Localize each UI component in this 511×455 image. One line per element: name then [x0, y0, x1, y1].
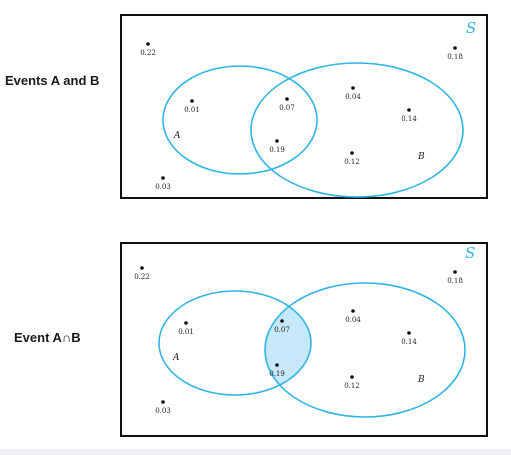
top-point-0.18	[453, 46, 457, 50]
top-point-0.14	[407, 108, 411, 112]
bottom-point-label-0.14: 0.14	[401, 338, 417, 346]
bottom-point-0.14	[407, 331, 411, 335]
bottom-point-label-0.18: 0.18	[447, 277, 463, 285]
bottom-point-label-0.07: 0.07	[274, 326, 290, 334]
top-point-0.19	[275, 139, 279, 143]
bottom-point-label-0.01: 0.01	[178, 328, 194, 336]
bottom-point-0.04	[351, 309, 355, 313]
heading-event-a-intersect-b: Event A∩B	[14, 330, 81, 345]
bottom-point-0.19	[275, 363, 279, 367]
top-point-label-0.01: 0.01	[184, 106, 200, 114]
heading-events-a-and-b: Events A and B	[5, 73, 100, 88]
top-point-0.22	[146, 42, 150, 46]
top-point-label-0.12: 0.12	[344, 158, 360, 166]
top-point-label-0.19: 0.19	[269, 146, 285, 154]
top-point-0.03	[161, 176, 165, 180]
bottom-point-0.07	[280, 319, 284, 323]
bottom-sample-space-label: S	[465, 244, 475, 262]
bottom-point-0.22	[140, 266, 144, 270]
bottom-point-label-0.19: 0.19	[269, 370, 285, 378]
bottom-set-b-label: B	[417, 375, 425, 385]
top-set-a-label: A	[173, 131, 181, 141]
top-point-label-0.18: 0.18	[447, 53, 463, 61]
bottom-point-label-0.22: 0.22	[134, 273, 150, 281]
top-point-label-0.22: 0.22	[140, 49, 156, 57]
bottom-set-b-ellipse	[264, 282, 466, 418]
top-point-0.01	[190, 99, 194, 103]
top-point-label-0.04: 0.04	[345, 93, 361, 101]
top-set-b-label: B	[417, 152, 425, 162]
top-sample-space-frame	[120, 14, 488, 199]
top-point-0.12	[350, 151, 354, 155]
top-point-label-0.03: 0.03	[155, 183, 171, 191]
top-point-0.07	[285, 97, 289, 101]
bottom-point-label-0.12: 0.12	[344, 382, 360, 390]
bottom-set-a-label: A	[172, 353, 180, 363]
bottom-point-0.12	[350, 375, 354, 379]
top-point-0.04	[351, 86, 355, 90]
bottom-set-a-ellipse	[158, 290, 312, 396]
bottom-point-label-0.04: 0.04	[345, 316, 361, 324]
bottom-point-0.03	[161, 400, 165, 404]
top-set-b-ellipse	[250, 62, 464, 198]
bottom-sample-space-frame	[120, 242, 488, 437]
top-point-label-0.14: 0.14	[401, 115, 417, 123]
bottom-point-0.01	[184, 321, 188, 325]
top-point-label-0.07: 0.07	[279, 104, 295, 112]
footer-bar	[0, 449, 511, 455]
bottom-point-0.18	[453, 270, 457, 274]
top-set-a-ellipse	[162, 65, 318, 175]
bottom-point-label-0.03: 0.03	[155, 407, 171, 415]
top-sample-space-label: S	[466, 19, 476, 37]
